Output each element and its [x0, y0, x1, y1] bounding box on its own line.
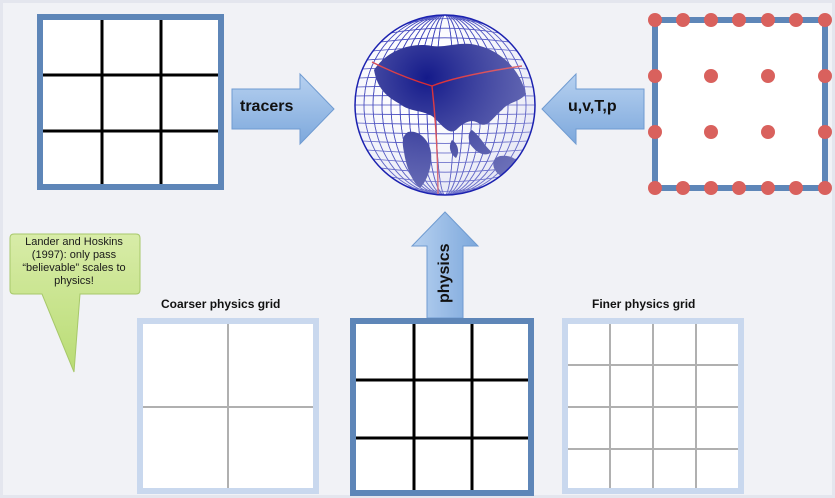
- grid-dot: [818, 13, 832, 27]
- grid-dot: [648, 13, 662, 27]
- grid-dot: [732, 181, 746, 195]
- grid-dot: [761, 181, 775, 195]
- finer-physics-grid: [562, 318, 744, 494]
- grid-dot: [704, 13, 718, 27]
- physics-arrow: physics: [410, 210, 480, 320]
- grid-dot: [818, 125, 832, 139]
- physics-label: physics: [436, 243, 453, 303]
- dots-grid-icon: [645, 10, 833, 195]
- grid-dot: [761, 69, 775, 83]
- grid-dot: [648, 181, 662, 195]
- globe-icon: [352, 12, 538, 198]
- grid-dot: [732, 13, 746, 27]
- grid-dot: [761, 13, 775, 27]
- tracer-grid: [37, 14, 224, 190]
- grid-dot: [676, 181, 690, 195]
- grid-dot: [648, 125, 662, 139]
- tracers-label: tracers: [240, 98, 294, 115]
- finer-grid-label: Finer physics grid: [592, 297, 696, 311]
- grid-dot: [789, 13, 803, 27]
- dynamics-grid: [350, 318, 534, 496]
- coarser-physics-grid: [137, 318, 319, 494]
- grid-dot: [818, 69, 832, 83]
- grid-dot: [818, 181, 832, 195]
- coarser-grid-label: Coarser physics grid: [161, 297, 281, 311]
- grid-dot: [704, 181, 718, 195]
- grid-dot: [761, 125, 775, 139]
- tracers-arrow: tracers: [230, 72, 336, 146]
- grid-dot: [676, 13, 690, 27]
- state-vars-label: u,v,T,p: [568, 98, 617, 115]
- grid-dot: [704, 69, 718, 83]
- grid-dot: [789, 181, 803, 195]
- grid-dot: [648, 69, 662, 83]
- grid-dot: [704, 125, 718, 139]
- state-vars-arrow: u,v,T,p: [540, 72, 646, 146]
